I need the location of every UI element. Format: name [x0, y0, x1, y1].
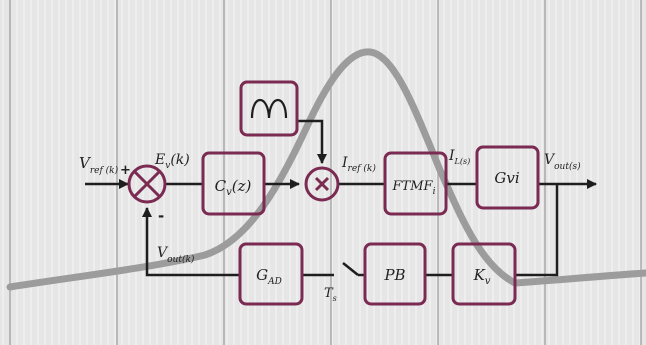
wire-gad-to-sum	[142, 207, 240, 277]
block-pb-label: PB	[383, 266, 405, 284]
sum-plus-sign: +	[120, 163, 131, 178]
wires	[85, 119, 597, 277]
rectified-sine-source	[239, 80, 299, 137]
signal-il-label: IL(s)	[448, 148, 470, 166]
double-hump-wave-icon	[250, 99, 288, 119]
block-kv	[451, 242, 517, 306]
wire-sine-to-mult	[297, 119, 327, 164]
blocks	[201, 145, 540, 306]
sum-minus-sign: -	[158, 207, 164, 225]
signal-iref-label: Iref (k)	[341, 155, 376, 174]
block-gvi-label: Gvi	[494, 169, 519, 187]
sum-junction-icon	[127, 164, 167, 204]
block-cv-label: Cv(z)	[215, 177, 252, 198]
wire-output-to-kv	[515, 184, 559, 277]
sampler-switch	[342, 262, 359, 276]
grid-lines	[9, 0, 642, 345]
signal-vfb-label: Vout(k)	[157, 245, 195, 265]
block-kv-label: Kv	[473, 266, 491, 287]
multiplier-icon	[304, 166, 340, 202]
block-cv	[201, 151, 266, 216]
block-gad	[238, 242, 304, 306]
block-gad-label: GAD	[256, 266, 282, 287]
block-ftmf-label: FTMFi	[392, 179, 436, 197]
block-pb	[363, 242, 427, 306]
signal-vref-label: Vref (k)	[79, 154, 119, 176]
block-ftmf	[383, 151, 448, 216]
signal-ev-label: Ev(k)	[154, 152, 190, 171]
signal-vout-label: Vout(s)	[544, 152, 581, 172]
block-gvi	[475, 145, 540, 210]
sampling-period-label: Ts	[324, 286, 337, 303]
